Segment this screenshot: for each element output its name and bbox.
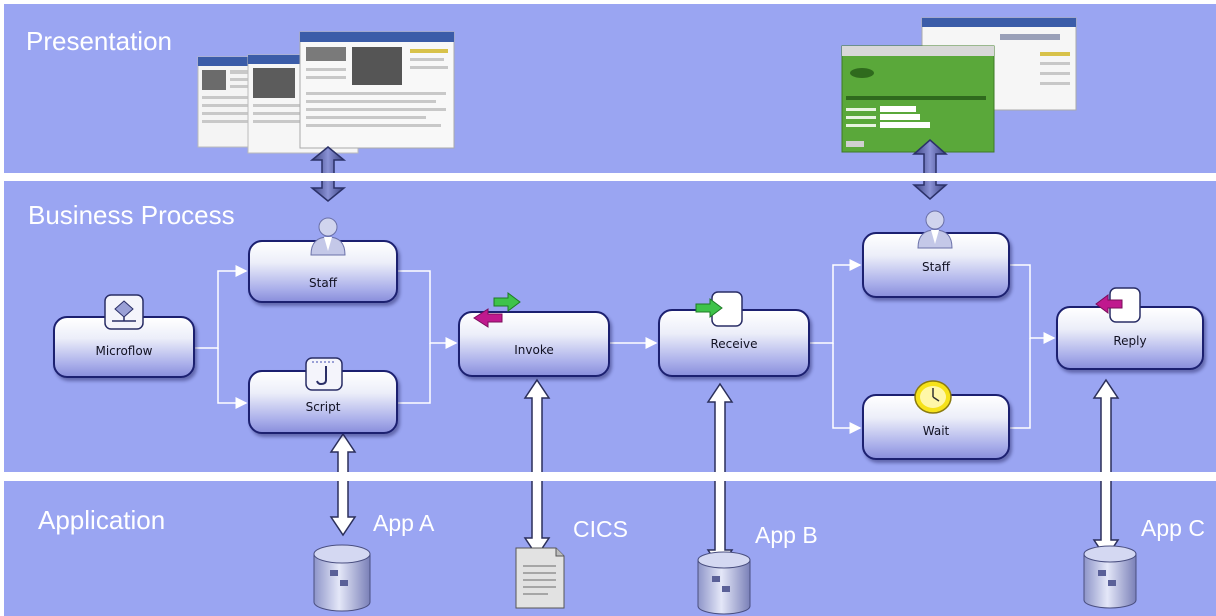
script-node-label: Script xyxy=(305,400,341,414)
wait-clock-icon xyxy=(914,380,952,414)
reply-icon xyxy=(1095,287,1141,323)
database-icon-app-c xyxy=(1083,545,1137,609)
app-a-label: App A xyxy=(373,510,435,536)
screenshot-left-front xyxy=(299,31,455,149)
flow-connectors xyxy=(195,259,1056,434)
application-lane-label: Application xyxy=(38,505,166,535)
reply-node-label: Reply xyxy=(1113,334,1147,348)
wait-node-label: Wait xyxy=(922,424,950,438)
staff-top-person-icon xyxy=(310,217,346,256)
microflow-flow-icon xyxy=(104,294,144,330)
invoke-node-label: Invoke xyxy=(514,343,554,357)
script-node[interactable]: Script xyxy=(248,370,398,434)
app-b-label: App B xyxy=(755,522,818,548)
business-process-lane-label: Business Process xyxy=(28,200,235,230)
receive-icon xyxy=(695,291,743,327)
separator-bottom xyxy=(0,472,1216,481)
app-c-label: App C xyxy=(1141,515,1205,541)
presentation-staff-arrow-right xyxy=(912,139,948,200)
separator-top xyxy=(0,173,1216,181)
application-lane xyxy=(4,481,1216,616)
staff-right-person-icon xyxy=(917,210,953,249)
document-icon-cics xyxy=(515,547,565,609)
receive-node-label: Receive xyxy=(710,337,758,351)
database-icon-app-a xyxy=(313,544,371,612)
microflow-node-label: Microflow xyxy=(95,344,153,358)
presentation-lane-label: Presentation xyxy=(26,26,172,56)
script-app-a-arrow xyxy=(329,432,357,537)
staff-top-node-label: Staff xyxy=(309,276,337,290)
script-icon xyxy=(305,357,343,391)
business-process-lane xyxy=(4,181,1216,472)
cics-label: CICS xyxy=(573,516,628,542)
database-icon-app-b xyxy=(697,551,751,615)
screenshot-right-form xyxy=(841,45,995,153)
staff-right-node-label: Staff xyxy=(922,260,950,274)
invoke-exchange-arrows-icon xyxy=(473,292,521,328)
